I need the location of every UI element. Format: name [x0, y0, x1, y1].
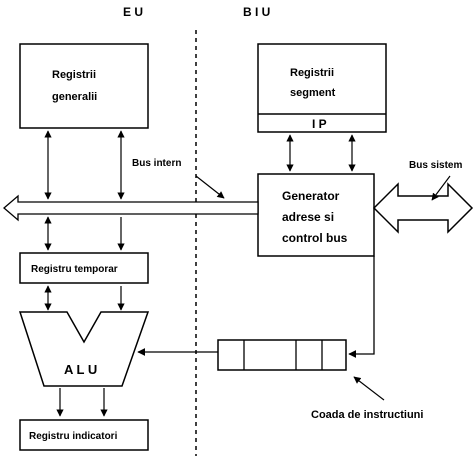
bus-sistem-label: Bus sistem [409, 160, 462, 171]
registri-segment-line2: segment [290, 87, 336, 99]
generator-line3: control bus [282, 231, 348, 245]
registri-generali-line1: Registrii [52, 69, 96, 81]
alu-label: A L U [64, 362, 97, 377]
registri-segment-box: Registrii segment I P [257, 43, 387, 133]
registru-indicatori-box: Registru indicatori [19, 419, 149, 451]
registru-temporar-label: Registru temporar [31, 264, 118, 275]
eu-heading: E U [123, 5, 143, 19]
bus-intern-label: Bus intern [132, 158, 181, 169]
biu-heading: B I U [243, 5, 270, 19]
instruction-queue [217, 339, 347, 371]
generator-line1: Generator [282, 189, 340, 203]
registru-temporar-box: Registru temporar [19, 252, 149, 284]
alu-unit: A L U [18, 311, 150, 387]
ip-label: I P [312, 117, 327, 131]
internal-bus-arrow [3, 194, 259, 222]
generator-queue-connector [348, 256, 375, 358]
system-bus-arrow [372, 182, 474, 234]
registri-generali-box: Registrii generalii [19, 43, 149, 129]
coada-pointer [353, 376, 385, 401]
generator-box: Generator adrese si control bus [257, 173, 375, 257]
coada-label: Coada de instructiuni [311, 409, 423, 421]
bus-sistem-pointer [431, 175, 451, 201]
bus-intern-pointer [195, 175, 225, 199]
generator-line2: adrese si [282, 210, 334, 224]
registru-indicatori-label: Registru indicatori [29, 431, 118, 442]
registri-generali-line2: generalii [52, 91, 97, 103]
registri-segment-line1: Registrii [290, 67, 334, 79]
